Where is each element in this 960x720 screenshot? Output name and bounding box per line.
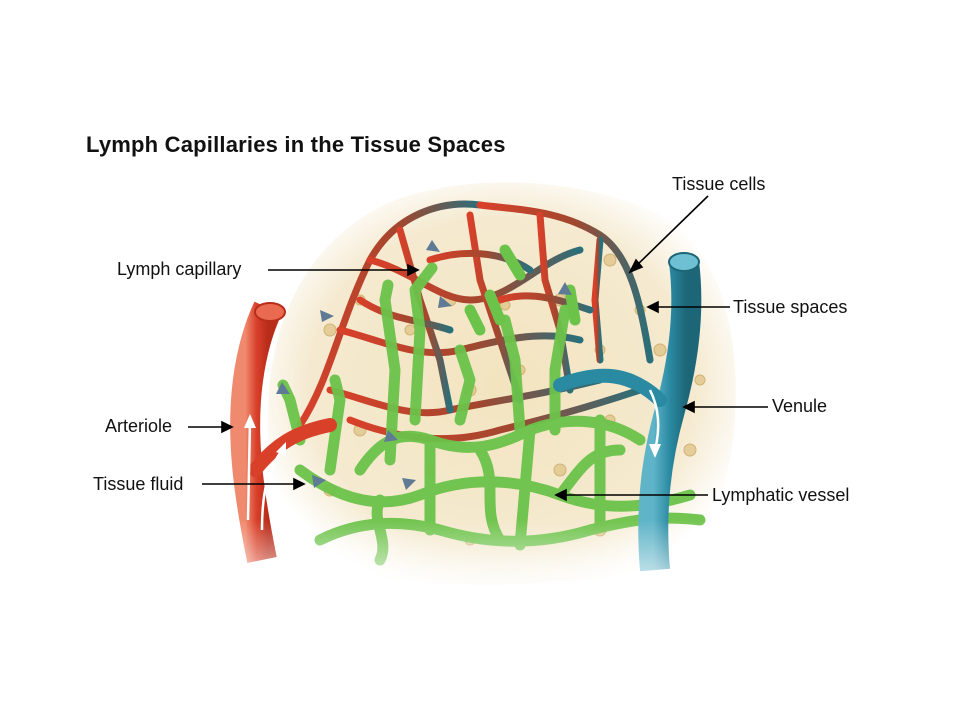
- label-venule: Venule: [772, 396, 828, 416]
- label-tissue-fluid: Tissue fluid: [93, 474, 184, 494]
- lymph-capillary-tips: [464, 244, 581, 336]
- diagram-title: Lymph Capillaries in the Tissue Spaces: [86, 132, 506, 157]
- label-lymphatic-vessel: Lymphatic vessel: [712, 485, 850, 505]
- arteriole-vessel: [230, 301, 337, 563]
- label-tissue-cells: Tissue cells: [672, 174, 766, 194]
- label-lymph-capillary: Lymph capillary: [117, 259, 242, 279]
- label-tissue-spaces: Tissue spaces: [733, 297, 848, 317]
- label-arteriole: Arteriole: [105, 416, 173, 436]
- label-leader-lines: [188, 195, 768, 502]
- flow-arrows: [276, 240, 572, 490]
